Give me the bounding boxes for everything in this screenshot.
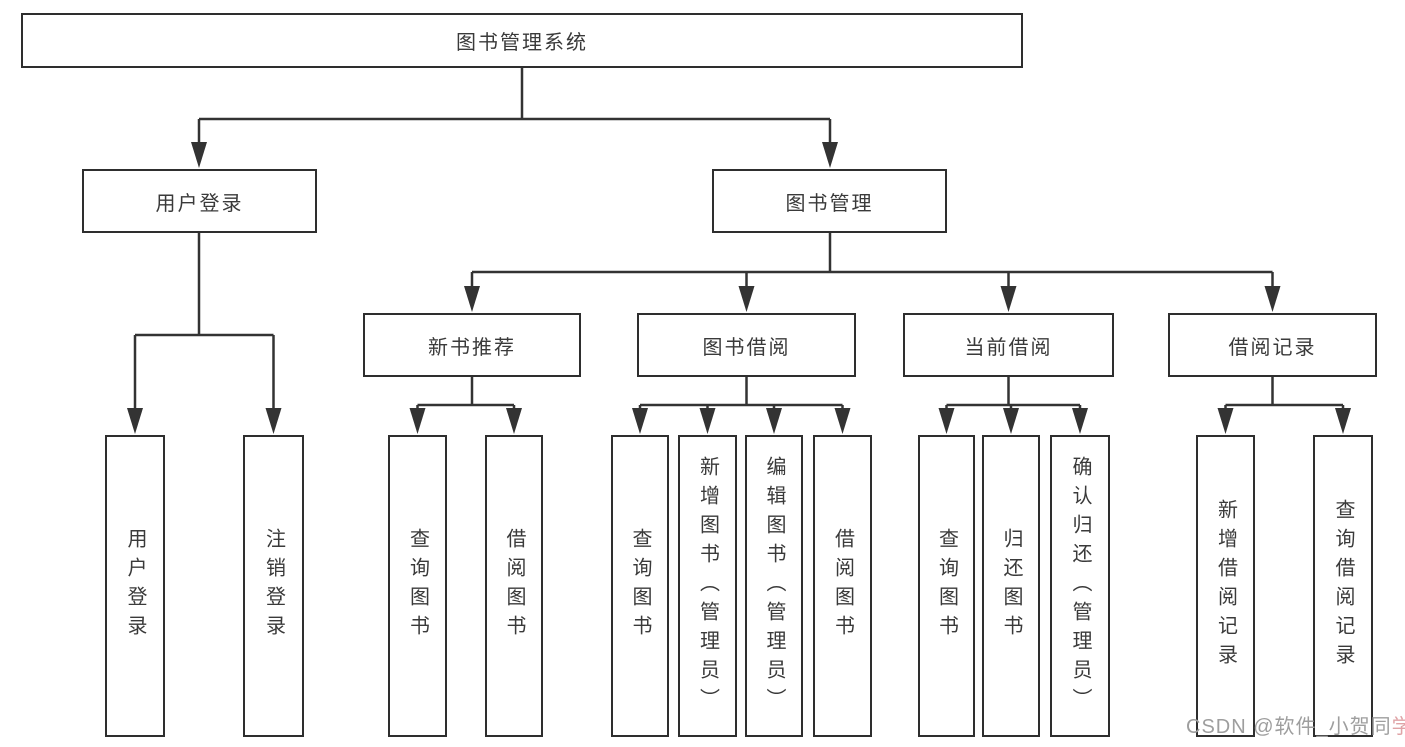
arrow-to-new-book-recommend: [464, 286, 480, 312]
leaf-logout: 注销登录: [243, 435, 304, 737]
arrow-to-book-borrow: [738, 286, 755, 312]
leaf-borrow-books: 借阅图书: [813, 435, 872, 737]
node-new-book-recommend: 新书推荐: [363, 313, 581, 377]
node-current-borrow-label: 当前借阅: [964, 336, 1053, 359]
arrow-to-user-login: [191, 142, 207, 168]
node-book-borrow-label: 图书借阅: [702, 336, 791, 359]
leaf-user-login: 用户登录: [105, 435, 165, 737]
arrow-leaf-13: [1335, 408, 1351, 434]
csdn-watermark-text: CSDN @软件_小贺同: [1186, 716, 1392, 738]
node-root-system-label: 图书管理系统: [456, 32, 588, 54]
arrow-leaf-1: [127, 408, 143, 434]
node-user-login-label: 用户登录: [155, 192, 244, 215]
arrow-to-borrow-records: [1264, 286, 1281, 312]
node-book-management: 图书管理: [712, 169, 947, 233]
csdn-watermark-tail: 学: [1391, 716, 1405, 738]
arrow-leaf-4: [506, 408, 522, 434]
leaf-user-login-label: 用户登录: [124, 528, 146, 644]
leaf-borrow-books-recommend-label: 借阅图书: [503, 528, 525, 644]
arrow-leaf-8: [834, 408, 851, 434]
node-book-management-label: 图书管理: [785, 192, 874, 215]
leaf-add-borrow-record: 新增借阅记录: [1196, 435, 1255, 737]
node-borrow-records: 借阅记录: [1168, 313, 1377, 377]
arrow-to-book-management: [822, 142, 838, 168]
leaf-return-books-label: 归还图书: [1000, 528, 1022, 644]
arrow-leaf-12: [1217, 408, 1234, 434]
arrow-to-current-borrow: [1000, 286, 1017, 312]
arrow-leaf-7: [766, 408, 782, 434]
leaf-logout-label: 注销登录: [262, 528, 285, 644]
connector-current-borrow: [945, 377, 1082, 415]
connector-borrow-records: [1224, 377, 1345, 415]
leaf-query-borrow-record: 查询借阅记录: [1313, 435, 1373, 737]
connector-user-login: [133, 233, 275, 415]
leaf-query-books-recommend: 查询图书: [388, 435, 447, 737]
leaf-confirm-return-admin: 确认归还（管理员）: [1050, 435, 1110, 737]
leaf-borrow-books-recommend: 借阅图书: [485, 435, 543, 737]
connector-root-trunk: [197, 68, 832, 148]
leaf-query-books-borrow-label: 查询图书: [629, 528, 651, 644]
arrow-leaf-6: [699, 408, 716, 434]
leaf-add-books-admin-label: 新增图书（管理员）: [696, 455, 719, 717]
leaf-return-books: 归还图书: [982, 435, 1040, 737]
arrow-leaf-10: [1003, 408, 1019, 434]
leaf-confirm-return-admin-label: 确认归还（管理员）: [1069, 455, 1091, 717]
leaf-query-books-borrow: 查询图书: [611, 435, 669, 737]
connector-book-management: [470, 233, 1274, 295]
leaf-edit-books-admin-label: 编辑图书（管理员）: [763, 455, 785, 717]
leaf-query-books-current: 查询图书: [918, 435, 975, 737]
leaf-query-books-current-label: 查询图书: [935, 528, 958, 644]
csdn-watermark: CSDN @软件_小贺同学: [1186, 710, 1405, 739]
arrow-leaf-3: [409, 408, 426, 434]
arrow-leaf-9: [938, 408, 955, 434]
arrow-leaf-2: [265, 408, 282, 434]
leaf-edit-books-admin: 编辑图书（管理员）: [745, 435, 803, 737]
node-new-book-recommend-label: 新书推荐: [428, 336, 516, 359]
node-root-system: 图书管理系统: [21, 13, 1023, 68]
node-current-borrow: 当前借阅: [903, 313, 1114, 377]
arrow-leaf-5: [632, 408, 648, 434]
connector-new-book-recommend: [416, 377, 516, 415]
node-user-login: 用户登录: [82, 169, 317, 233]
node-book-borrow: 图书借阅: [637, 313, 856, 377]
leaf-query-books-recommend-label: 查询图书: [406, 528, 429, 644]
node-borrow-records-label: 借阅记录: [1228, 336, 1317, 359]
leaf-add-borrow-record-label: 新增借阅记录: [1214, 499, 1237, 673]
leaf-query-borrow-record-label: 查询借阅记录: [1332, 499, 1354, 673]
leaf-add-books-admin: 新增图书（管理员）: [678, 435, 737, 737]
leaf-borrow-books-label: 借阅图书: [831, 528, 854, 644]
connector-book-borrow: [638, 377, 844, 415]
arrow-leaf-11: [1072, 408, 1088, 434]
